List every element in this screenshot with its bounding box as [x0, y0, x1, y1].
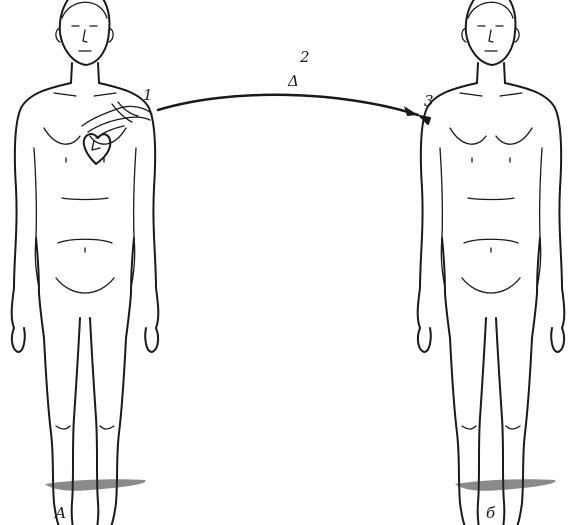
- figure-b-person: [418, 0, 565, 525]
- arrowhead: [404, 106, 418, 116]
- transfer-arrow: [158, 95, 418, 115]
- figure-b-shadow: [455, 479, 556, 491]
- figure-a-label: А: [54, 504, 66, 522]
- transfer-number: 2: [299, 48, 310, 66]
- recipient-site-mark: [420, 116, 430, 124]
- donor-site-number: 1: [143, 86, 153, 104]
- figure-b-label: б: [486, 504, 496, 522]
- recipient-site-number: 3: [424, 92, 434, 110]
- transfer-symbol: Δ: [287, 72, 299, 90]
- figure-a-person: [12, 0, 159, 525]
- figure-a-shadow: [45, 479, 146, 491]
- donor-site-marking: [82, 102, 152, 164]
